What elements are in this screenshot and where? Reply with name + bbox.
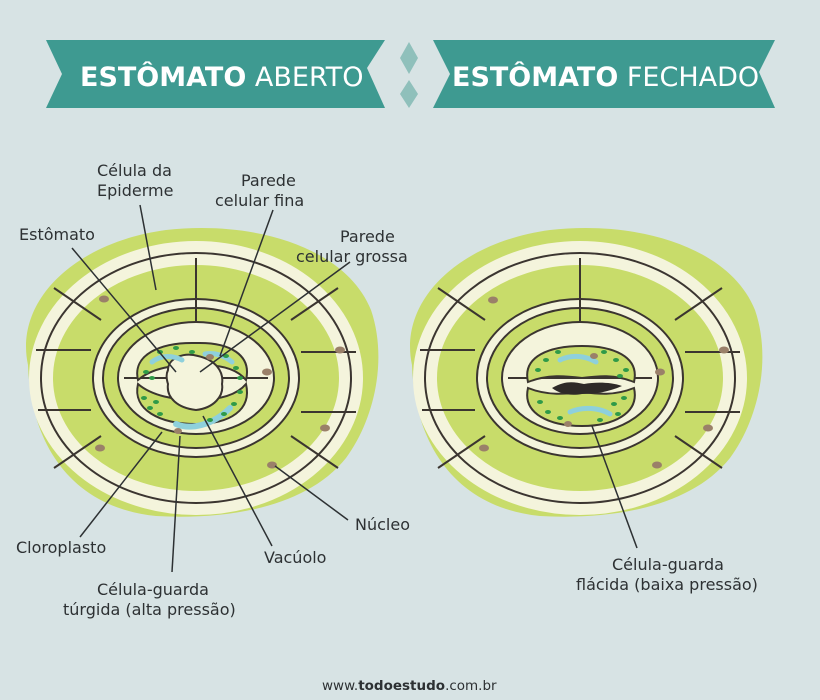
label-celula-epiderme: Célula da Epiderme — [97, 161, 177, 200]
banner-closed: ESTÔMATO FECHADO — [433, 40, 775, 108]
label-cloroplasto: Cloroplasto — [16, 538, 106, 557]
stoma-pore-closed — [552, 382, 622, 395]
guard-cells-closed — [526, 344, 636, 428]
banner-closed-title: ESTÔMATO FECHADO — [452, 61, 759, 93]
banner-open-title: ESTÔMATO ABERTO — [80, 61, 364, 93]
nuclei-closed — [479, 296, 729, 469]
label-parede-grossa: Parede celular grossa — [296, 227, 408, 266]
leader-lines — [71, 204, 638, 573]
label-celula-guarda-flacida: Célula-guarda flácida (baixa pressão) — [576, 555, 758, 594]
label-parede-fina: Parede celular fina — [215, 171, 304, 210]
label-nucleo: Núcleo — [355, 515, 410, 534]
chloroplast-icon — [141, 346, 243, 422]
guard-cells-open — [136, 341, 248, 430]
nuclei-open — [95, 295, 345, 469]
banner-separator — [400, 42, 418, 108]
label-estomato: Estômato — [19, 225, 95, 244]
label-celula-guarda-turgida: Célula-guarda túrgida (alta pressão) — [63, 580, 236, 619]
vacuole-icon — [149, 354, 185, 365]
footer-url: www.todoestudo.com.br — [322, 678, 497, 694]
label-vacuolo: Vacúolo — [264, 548, 326, 567]
stoma-pore-open — [165, 353, 224, 412]
banner-open: ESTÔMATO ABERTO — [46, 40, 385, 108]
